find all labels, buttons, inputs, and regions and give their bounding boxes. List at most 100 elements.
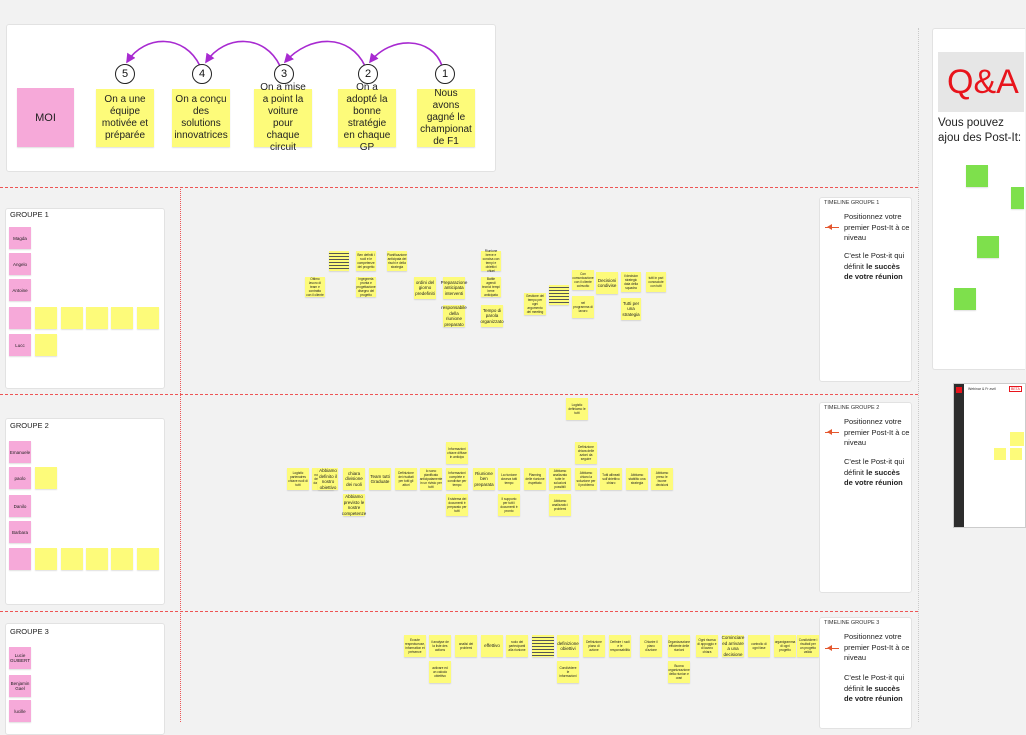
timeline-postit[interactable]: Abbiamo definito il nostro obiettivo (318, 468, 338, 490)
timeline-postit[interactable]: ingegneria pronta e progettazione disegn… (356, 277, 376, 297)
group-2-member[interactable]: Danilo (9, 495, 31, 517)
timeline-postit[interactable]: Abbiamo previsto le nostre competenze (341, 494, 367, 516)
empty-postit[interactable] (61, 307, 83, 329)
timeline-postit[interactable]: Logistic partenaires chiave ruoli di tut… (287, 468, 309, 490)
timeline-postit[interactable]: chiara divisione dei ruoli (343, 468, 365, 490)
timeline-postit[interactable]: Decisioni condivise (596, 272, 618, 294)
empty-postit[interactable] (61, 548, 83, 570)
timeline-postit[interactable]: ordini del giorno predefiniti (414, 277, 436, 299)
group-3-member[interactable]: lucille (9, 700, 31, 722)
timeline-postit[interactable]: analisi dei problemi (455, 635, 477, 657)
qa-green-postit[interactable] (954, 288, 976, 310)
step-5-postit[interactable]: On a une équipe motivée et préparée (96, 89, 154, 147)
timeline-postit[interactable]: Ben definiti i ruoli e le competenze del… (356, 251, 376, 271)
timeline-postit[interactable]: Planning delle riunione rispettato (524, 468, 546, 490)
timeline-postit[interactable]: Buona organizzazione della riunion e ora… (668, 661, 690, 683)
timeline-postit[interactable]: il decision strategic data della squadra (621, 272, 641, 292)
step-arrows (126, 40, 443, 67)
timeline-postit[interactable]: Definire i ruoli e le responsabilità (609, 635, 631, 657)
group-2-member[interactable]: Emanuele (9, 441, 31, 463)
timeline-postit[interactable]: Riunione breve e concisa con tempi e obi… (481, 249, 501, 273)
timeline-postit[interactable]: nel programma di lavoro (572, 296, 594, 318)
timeline-postit[interactable]: Organizzazione efficiente delle riunioni (668, 635, 690, 657)
timeline-postit[interactable]: ruolo dei partecipanti alla riunione (506, 635, 528, 657)
timeline-postit[interactable]: Definizione chiara delle azioni da segui… (575, 442, 597, 464)
timeline-postit[interactable]: Condividere i risultati per un progetto … (797, 635, 819, 657)
timeline-postit[interactable]: Definizione dei risultati per tutti gli … (395, 468, 417, 490)
timeline-postit[interactable]: Con comunicazione con il cliente coinvol… (572, 270, 594, 290)
timeline-1-arrow (825, 224, 839, 230)
timeline-postit[interactable]: Preparazione anticipata interventi (441, 277, 467, 299)
empty-postit[interactable] (86, 307, 108, 329)
timeline-postit[interactable]: Ecoute respectueuse, information et prés… (404, 635, 426, 657)
timeline-postit[interactable]: Tempo di parola organizzato (480, 305, 504, 327)
timeline-postit[interactable]: Informazioni chiave diffuse in anticipo (446, 442, 468, 464)
timeline-postit[interactable]: il analyse de la liste des actions (429, 635, 451, 657)
empty-postit[interactable] (35, 334, 57, 356)
timeline-postit[interactable]: Cominciare ed arrivare a una decisione (721, 635, 745, 657)
timeline-1-title: TIMELINE GROUPE 1 (824, 200, 880, 206)
empty-postit[interactable] (137, 548, 159, 570)
timeline-postit[interactable]: Team tutti Graduate (369, 468, 391, 490)
timeline-postit[interactable]: Battle agendi tecnici tempi bene anticip… (481, 277, 501, 297)
moi-postit[interactable]: MOI (17, 88, 74, 147)
timeline-postit[interactable]: Riunione ben preparata (473, 468, 495, 490)
qa-green-postit[interactable] (1011, 187, 1024, 209)
step-4-postit[interactable]: On a conçu des solutions innovatrices (172, 89, 230, 147)
timeline-postit[interactable]: Logistic definiamo le tutti (566, 398, 588, 420)
timeline-postit[interactable]: Chiarire il piano d'azione (640, 635, 662, 657)
group-2-member[interactable]: Barbara (9, 521, 31, 543)
timeline-postit[interactable]: Condividere le informazioni (557, 661, 579, 683)
timeline-postit[interactable] (329, 251, 349, 271)
timeline-2-arrow (825, 429, 839, 435)
timeline-postit[interactable]: tutti in pari conosciute con tutti (646, 272, 666, 292)
timeline-postit[interactable]: Ottimo lavoro di team e contratto con il… (305, 277, 325, 297)
timeline-postit[interactable]: Pianificazione anticipata dei rischi e d… (387, 251, 407, 271)
group-1-member[interactable]: Antoine (9, 279, 31, 301)
group-1-member[interactable] (9, 307, 31, 329)
group-1-member[interactable]: Magda (9, 227, 31, 249)
timeline-postit[interactable]: Abbiamo analizzato tutte le soluzioni po… (549, 468, 571, 490)
timeline-postit[interactable]: Abbiamo stabilito una strategia (626, 468, 648, 490)
timeline-postit[interactable]: Ogni risorsa di appoggio e di lavoro chi… (696, 635, 718, 657)
timeline-postit[interactable] (532, 635, 554, 657)
step-2-postit[interactable]: On a adopté la bonne stratégie en chaque… (338, 82, 396, 153)
timeline-postit[interactable]: Il sistema dei documenti è preparato per… (446, 494, 468, 516)
timeline-postit[interactable]: Tutti per una strategia (621, 298, 641, 320)
empty-postit[interactable] (35, 307, 57, 329)
step-1-postit[interactable]: Nous avons gagné le championat de F1 (417, 88, 475, 147)
timeline-postit[interactable]: Tutti allineati sull'obiettivo chiaro (600, 468, 622, 490)
empty-postit[interactable] (111, 548, 133, 570)
timeline-postit[interactable]: Abbiamo preso le buone decisioni (651, 468, 673, 490)
timeline-postit[interactable]: Abbiamo analizzato i problemi (549, 494, 571, 516)
empty-postit[interactable] (137, 307, 159, 329)
timeline-postit[interactable]: activare ed un calcolo obiettivo (429, 661, 451, 683)
qa-green-postit[interactable] (977, 236, 999, 258)
timeline-postit[interactable]: Il supporto per tutti i documenti è pron… (498, 494, 520, 516)
timeline-postit[interactable]: Abbiamo chiaro la soluzione per il probl… (575, 468, 597, 490)
qa-green-postit[interactable] (966, 165, 988, 187)
timeline-postit[interactable]: responsabile della riunione preparato (441, 305, 467, 327)
timeline-postit[interactable]: Gestione del tempo per ogni argomento de… (524, 293, 546, 315)
empty-postit[interactable] (35, 467, 57, 489)
timeline-postit[interactable]: Definizione piano di azione (583, 635, 605, 657)
timeline-postit[interactable]: definizione obiettivi (557, 635, 579, 657)
group-3-member[interactable]: Benjamin Gael (9, 675, 31, 697)
timeline-postit[interactable]: Informazioni complete e condivise per te… (446, 468, 468, 490)
empty-postit[interactable] (86, 548, 108, 570)
step-3-postit[interactable]: On a mise a point la voiture pour chaque… (254, 82, 312, 153)
timeline-postit[interactable] (549, 285, 569, 305)
timeline-postit[interactable]: La riunione doveva tutti tempo (498, 468, 520, 490)
timeline-postit[interactable]: organigramma di ogni progetto (774, 635, 796, 657)
timeline-postit[interactable]: controllo di ogni fase (748, 635, 770, 657)
group-3-member[interactable]: Lucie GUIBERT (9, 647, 31, 669)
group-2-member[interactable]: paolo (9, 467, 31, 489)
group-2-member[interactable] (9, 548, 31, 570)
group-1-member[interactable]: Lucc (9, 334, 31, 356)
timeline-postit[interactable]: Io sono pianificato anticipatamente in u… (419, 468, 443, 490)
group-1-member[interactable]: Angelo (9, 253, 31, 275)
empty-postit[interactable] (111, 307, 133, 329)
timeline-postit[interactable]: effettivo (481, 635, 503, 657)
empty-postit[interactable] (35, 548, 57, 570)
embedded-logo-icon (956, 387, 962, 393)
